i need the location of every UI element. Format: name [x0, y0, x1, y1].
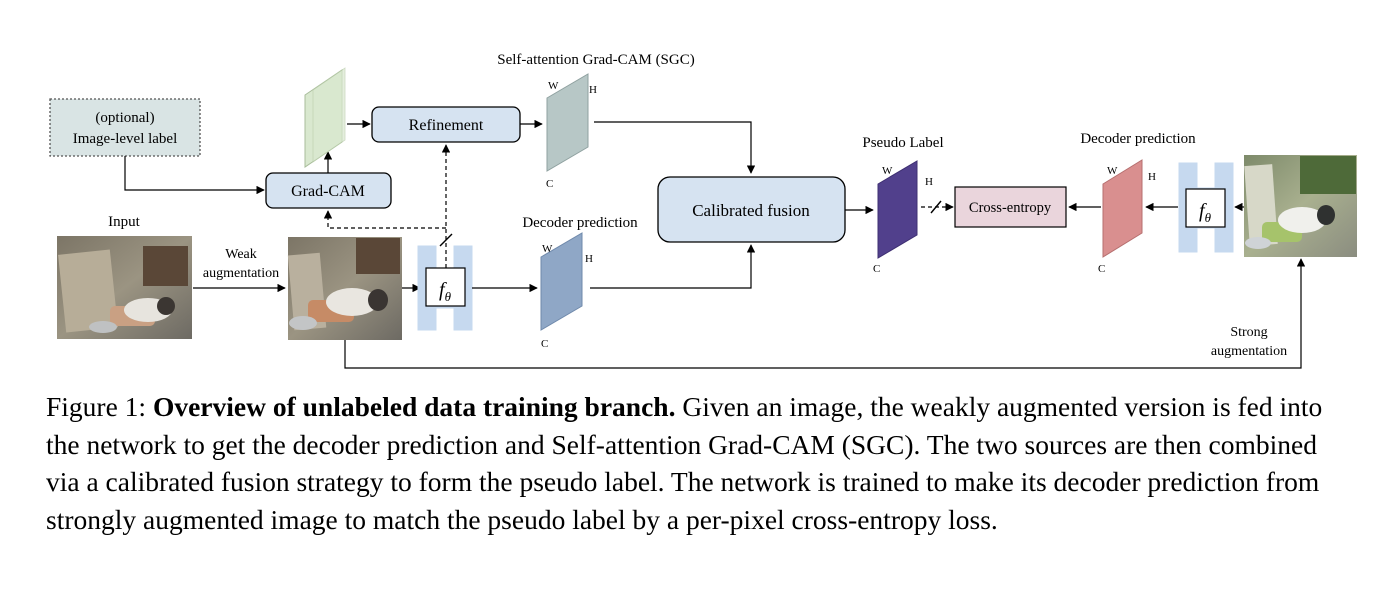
decoder-prediction-right-title: Decoder prediction — [1080, 131, 1196, 147]
sgc-feature-map: W H C — [546, 73, 597, 190]
cross-entropy-label: Cross-entropy — [969, 200, 1052, 216]
refinement-label: Refinement — [409, 117, 484, 134]
network-block-right: fθ — [1178, 162, 1234, 253]
decoder-right-dim-w: W — [1107, 165, 1118, 177]
decoder-prediction-right-map: W H C — [1098, 159, 1156, 275]
caption-text: Given an image, the weakly augmented ver… — [46, 391, 1323, 535]
strong-augmented-image — [1244, 155, 1357, 257]
input-label: Input — [108, 214, 140, 230]
f-theta-left: fθ — [439, 279, 452, 304]
decoder-prediction-left-title: Decoder prediction — [522, 215, 638, 231]
f-theta-right: fθ — [1199, 200, 1212, 225]
pseudo-dim-w: W — [882, 165, 893, 177]
refinement-box: Refinement — [371, 106, 521, 143]
gradcam-label: Grad-CAM — [291, 183, 365, 200]
decoder-right-dim-c: C — [1098, 263, 1105, 275]
optional-label-line2: Image-level label — [73, 131, 178, 147]
strong-aug-line1: Strong — [1230, 325, 1267, 340]
pseudo-label-map: W H C — [873, 160, 933, 275]
pseudo-dim-h: H — [925, 176, 933, 188]
network-block-left: fθ — [417, 245, 473, 331]
weak-aug-line1: Weak — [225, 247, 257, 262]
strong-aug-line2: augmentation — [1211, 344, 1287, 359]
caption-prefix: Figure 1: — [46, 391, 153, 422]
gradcam-feature-map — [304, 67, 346, 168]
sgc-dim-h: H — [589, 84, 597, 96]
optional-label-box: (optional) Image-level label — [49, 98, 201, 157]
weak-augmented-image — [287, 237, 402, 340]
pseudo-label-title: Pseudo Label — [862, 135, 943, 151]
decoder-right-dim-h: H — [1148, 171, 1156, 183]
sgc-title: Self-attention Grad-CAM (SGC) — [497, 52, 694, 68]
sgc-dim-w: W — [548, 80, 559, 92]
pseudo-dim-c: C — [873, 263, 880, 275]
cross-entropy-box: Cross-entropy — [954, 186, 1067, 228]
gradcam-box: Grad-CAM — [265, 172, 392, 209]
weak-aug-line2: augmentation — [203, 266, 279, 281]
input-image — [57, 236, 192, 339]
pseudo-to-ce-connector — [921, 200, 954, 214]
gradient-flow-dashed — [323, 144, 453, 268]
decoder-left-dim-w: W — [542, 243, 553, 255]
decoder-prediction-left-map: W H C — [540, 232, 593, 350]
decoder-left-dim-h: H — [585, 253, 593, 265]
diagram: (optional) Image-level label Grad-CAM Re… — [49, 52, 1357, 369]
optional-label-line1: (optional) — [95, 110, 154, 126]
calibrated-fusion-box: Calibrated fusion — [657, 176, 846, 243]
calibrated-fusion-label: Calibrated fusion — [692, 201, 810, 220]
sgc-dim-c: C — [546, 178, 553, 190]
decoder-left-dim-c: C — [541, 338, 548, 350]
figure-caption: Figure 1: Overview of unlabeled data tra… — [46, 388, 1356, 538]
caption-bold-title: Overview of unlabeled data training bran… — [152, 391, 676, 422]
